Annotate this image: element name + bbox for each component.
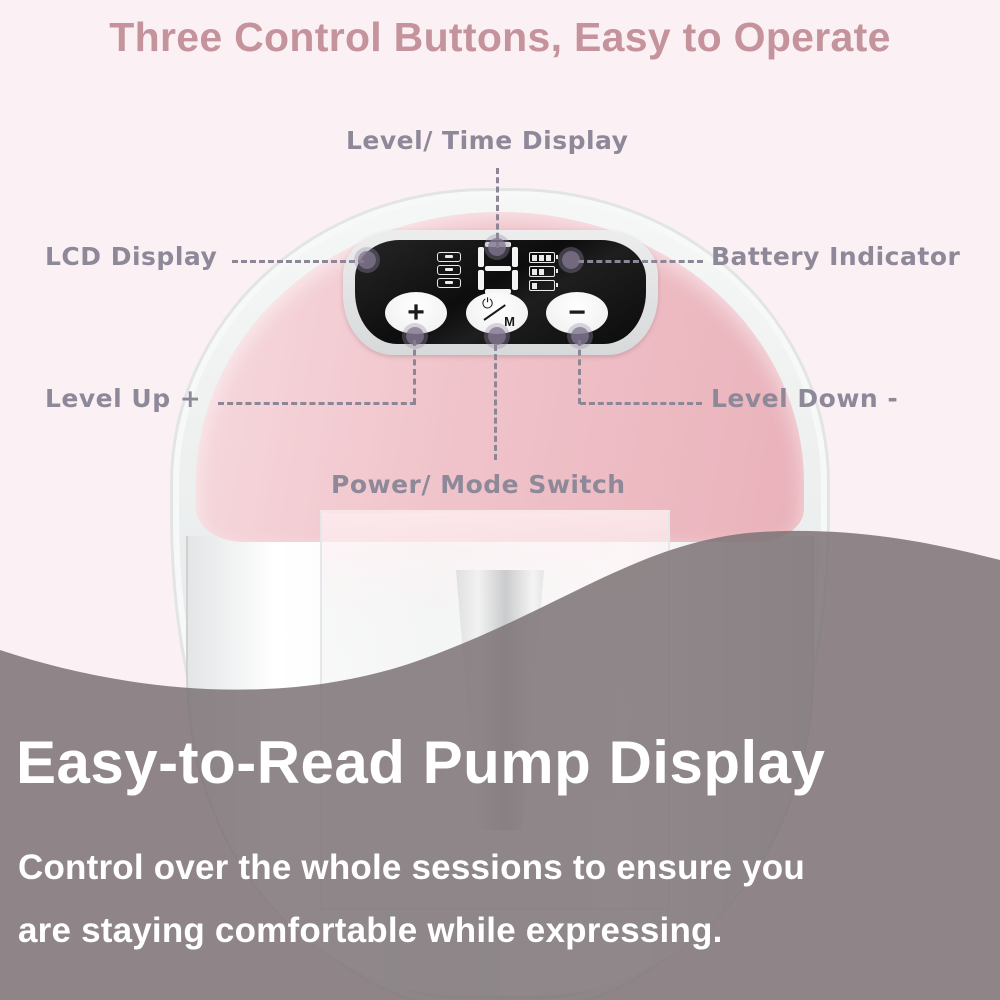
battery-icon-low [529,280,558,291]
callout-dot-level-up [406,327,424,345]
power-icon: ⏻ [482,296,494,312]
page-title: Three Control Buttons, Easy to Operate [109,14,891,60]
footer-headline: Easy-to-Read Pump Display [16,729,826,796]
callout-dot-level-down [571,327,589,345]
minus-icon: − [568,296,586,329]
footer-body-line-1: Control over the whole sessions to ensur… [18,848,805,887]
mode-letter: M [504,314,515,329]
callout-lcd-display: LCD Display [45,242,218,271]
callout-line-lcd [232,260,364,263]
power-mode-icon: ⏻ M [478,297,516,329]
memory-mode-icon [437,278,461,288]
plus-icon: + [407,296,425,329]
power-mode-button[interactable]: ⏻ M [466,292,528,334]
callout-line-level-down-h [580,402,702,405]
callout-dot-lcd [358,251,376,269]
suction-mode-icon [437,265,461,275]
callout-dot-level-time [488,238,506,256]
callout-line-level-time [496,168,499,248]
battery-icon-medium [529,266,558,277]
footer-body-line-2: are staying comfortable while expressing… [18,911,723,950]
callout-battery-indicator: Battery Indicator [711,242,961,271]
battery-icon-full [529,252,558,263]
callout-level-down: Level Down - [711,384,899,413]
callout-line-level-down-v [578,340,581,404]
massage-mode-icon [437,252,461,262]
callout-dot-power-mode [488,327,506,345]
callout-power-mode-switch: Power/ Mode Switch [331,470,626,499]
callout-level-time-display: Level/ Time Display [346,126,629,155]
callout-line-level-up-v [413,340,416,404]
callout-dot-battery [562,251,580,269]
callout-line-power-mode [494,345,497,460]
callout-line-level-up-h [218,402,416,405]
callout-level-up: Level Up + [45,384,202,413]
callout-line-battery [578,260,703,263]
